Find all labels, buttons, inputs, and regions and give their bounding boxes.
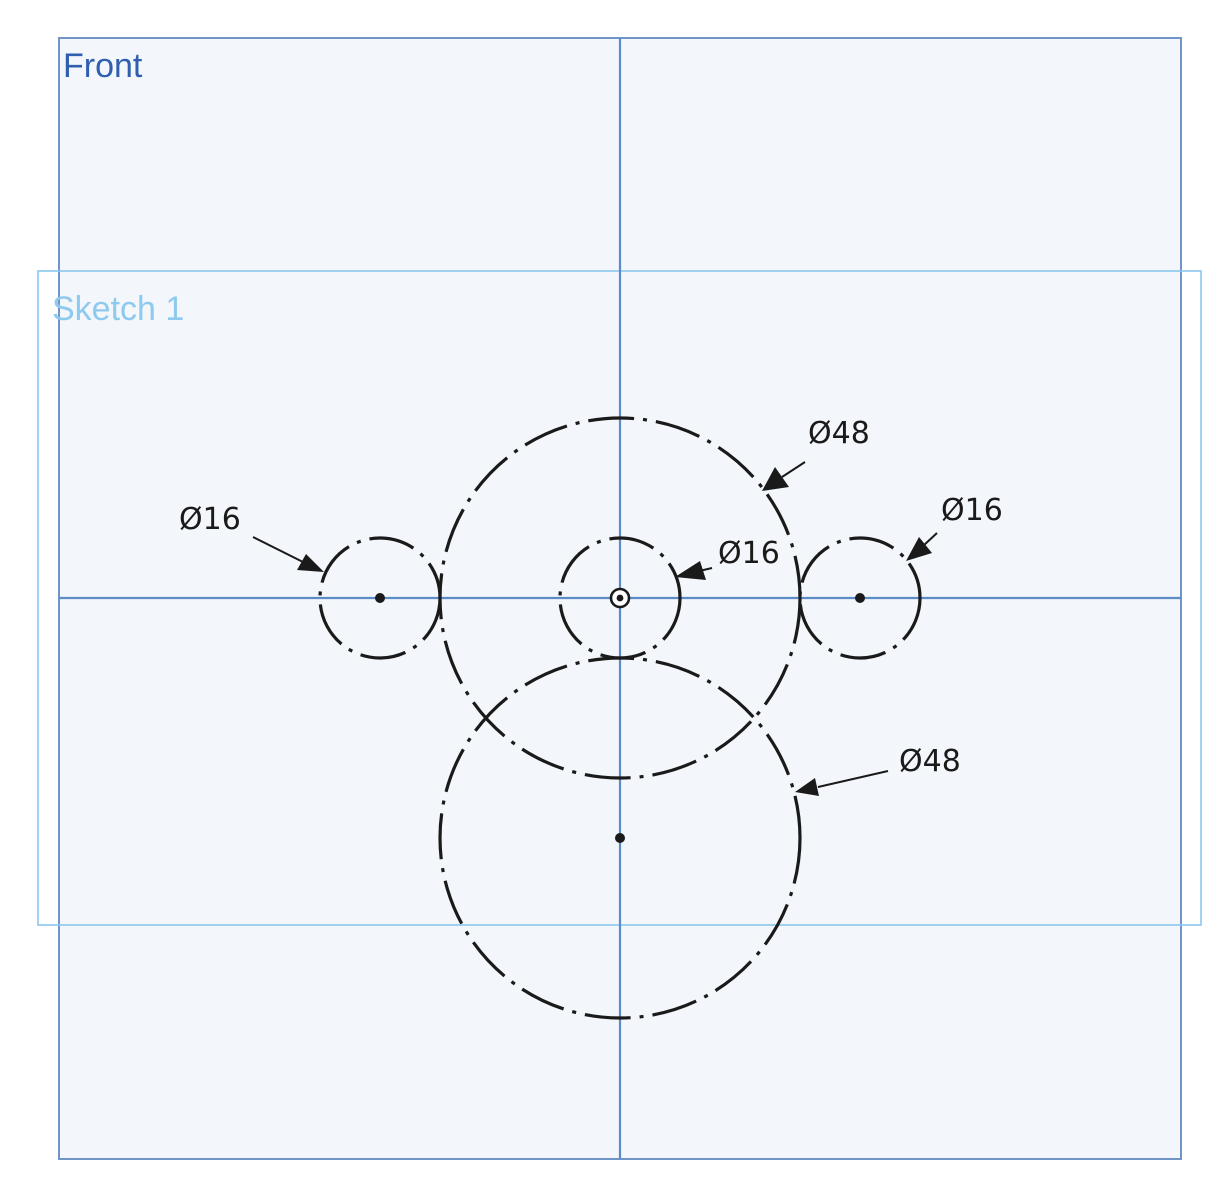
sketch-geometry[interactable]	[318, 416, 922, 1020]
dimension-small-center[interactable]: Ø16	[675, 536, 780, 580]
small-circle-center[interactable]	[558, 536, 682, 660]
dimension-small-left-text[interactable]: Ø16	[179, 502, 241, 537]
center-point-right[interactable]	[855, 593, 865, 603]
dimension-small-right-text[interactable]: Ø16	[941, 493, 1003, 528]
dimension-big-lower-text[interactable]: Ø48	[899, 744, 961, 779]
dimension-big-lower[interactable]: Ø48	[795, 744, 961, 796]
dimension-big-upper[interactable]: Ø48	[762, 416, 870, 491]
center-point-left[interactable]	[375, 593, 385, 603]
sketch-1-label[interactable]: Sketch 1	[52, 290, 184, 328]
dimension-small-right[interactable]: Ø16	[906, 493, 1003, 561]
center-points[interactable]	[375, 587, 865, 843]
origin-marker-icon[interactable]	[609, 587, 631, 609]
dimension-small-center-text[interactable]: Ø16	[718, 536, 780, 571]
front-plane-label[interactable]: Front	[63, 47, 143, 85]
center-point-lower[interactable]	[615, 833, 625, 843]
small-circle-left[interactable]	[318, 536, 442, 660]
dimension-big-upper-text[interactable]: Ø48	[808, 416, 870, 451]
small-circle-right[interactable]	[798, 536, 922, 660]
dimension-small-left[interactable]: Ø16	[179, 502, 324, 572]
